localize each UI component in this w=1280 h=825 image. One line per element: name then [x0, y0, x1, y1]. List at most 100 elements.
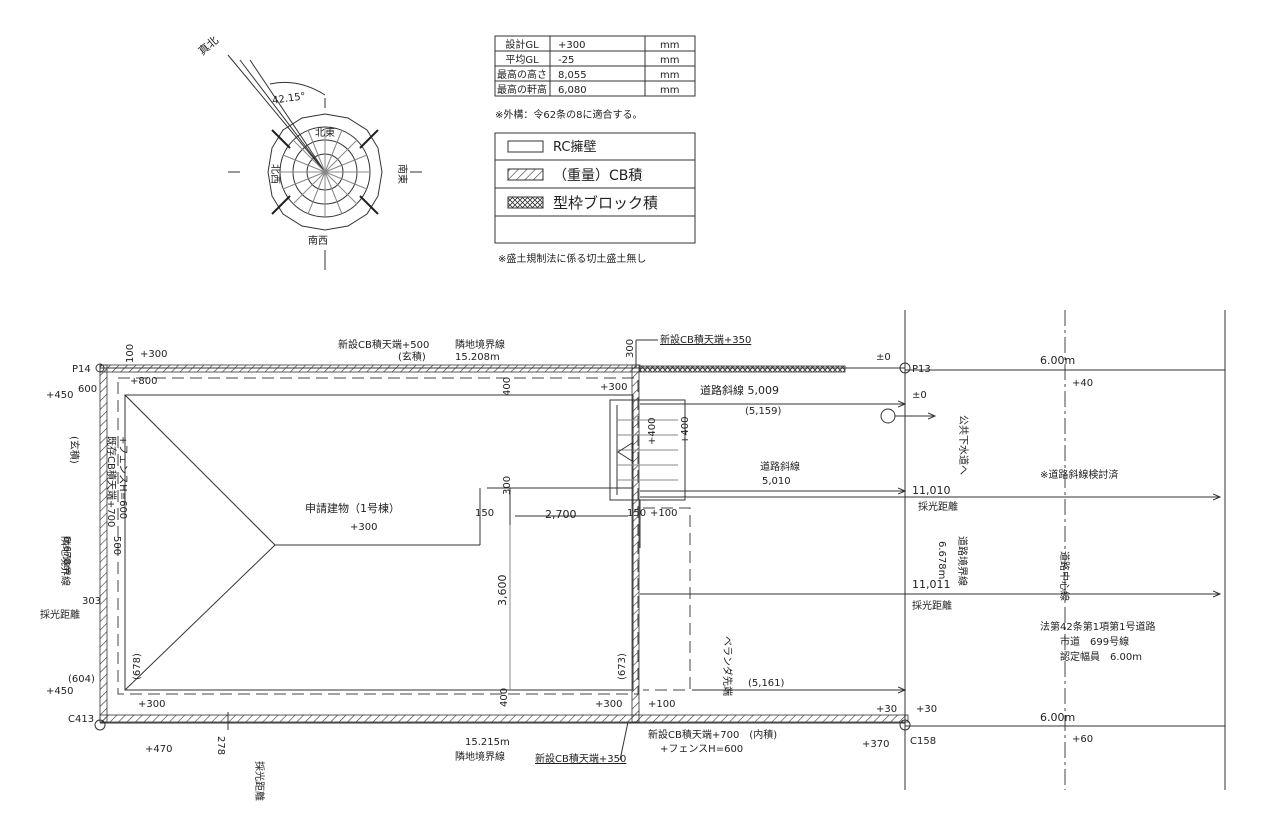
level-450-bot: +450	[46, 686, 73, 697]
point-c413: C413	[68, 714, 94, 725]
dim-2700: 2,700	[545, 508, 577, 521]
level-plus300-bot: +300	[138, 699, 165, 710]
earthwork-note: ※盛土規制法に係る切土盛土無し	[498, 252, 646, 265]
bottom-boundary-length: 15.215m	[465, 737, 510, 748]
road-slant-2: 道路斜線	[760, 460, 800, 473]
bottom-cb-wall	[99, 714, 909, 723]
south-east-label: 南東	[396, 164, 409, 184]
left-boundary-label: 隣地境界線	[59, 536, 72, 586]
left-boundary-length: 6.678m	[61, 536, 72, 574]
legend-label-block: 型枠ブロック積	[553, 194, 658, 212]
spec-value-2: -25	[558, 55, 574, 66]
sewer-label: 公共下水道へ	[957, 415, 970, 475]
top-wall-note2: (玄積)	[398, 350, 426, 363]
label-500: 500	[111, 536, 122, 555]
road-city-label: 市道 699号線	[1060, 635, 1129, 648]
spec-table: 設計GL +300 mm 平均GL -25 mm 最高の高さ 8,055 mm …	[494, 35, 696, 97]
building-outline	[124, 394, 634, 691]
spec-value-1: +300	[558, 40, 585, 51]
spec-label-3: 最高の高さ	[497, 68, 547, 81]
dim-5161: (5,161)	[748, 678, 785, 689]
dim-11010: 11,010	[912, 484, 951, 497]
left-wall-note-2: +フェンスH=600	[117, 436, 128, 519]
saikou-bottom: 採光距離	[253, 761, 266, 801]
top-boundary-label: 隣地境界線	[455, 338, 505, 351]
level-pm0-a: ±0	[876, 352, 891, 363]
bottom-boundary-label: 隣地境界線	[455, 750, 505, 763]
exterior-note: ※外構：令62条の8に適合する。	[495, 108, 642, 121]
south-west-label: 南西	[308, 234, 328, 247]
spec-unit-2: mm	[660, 55, 679, 66]
legend-table: RC擁壁 （重量）CB積 型枠ブロック積	[494, 132, 696, 244]
level-pm0-b: ±0	[912, 390, 927, 401]
spec-value-4: 6,080	[558, 85, 587, 96]
level-plus30b: +30	[916, 704, 937, 715]
left-wall-note-3: (玄積)	[68, 436, 81, 464]
level-plus300-bot2: +300	[595, 699, 622, 710]
spec-value-3: 8,055	[558, 70, 587, 81]
bottom-new-cb-2: 新設CB積天端+700 (内積)	[648, 728, 777, 741]
angle-arc	[269, 81, 326, 96]
label-300c: 300	[625, 339, 636, 358]
left-wall-note: 既存CB積天端+700	[105, 436, 118, 527]
road-width-cert: 認定幅員 6.00m	[1060, 650, 1142, 663]
compass-spokes	[280, 127, 370, 217]
legend-swatch-block	[507, 196, 544, 209]
bottom-fence: +フェンスH=600	[660, 744, 743, 755]
road-check-note: ※道路斜線検討済	[1040, 468, 1118, 481]
saikou-2: 採光距離	[912, 599, 952, 612]
site-plan: 新設CB積天端+500 (玄積) 隣地境界線 15.208m 新設CB積天端+3…	[40, 310, 1226, 801]
label-678: (678)	[132, 653, 143, 680]
label-150b: 150	[627, 508, 646, 519]
building-level: +300	[350, 522, 377, 533]
label-400v: 400	[502, 377, 513, 396]
angle-label: 42.15°	[272, 91, 307, 107]
label-303: 303	[82, 596, 101, 607]
label-470: +470	[145, 744, 172, 755]
label-673: (673)	[617, 653, 628, 680]
level-plus60: +60	[1072, 734, 1093, 745]
legend-swatch-rc	[507, 140, 544, 153]
top-block-wall	[639, 365, 846, 373]
spec-label-4: 最高の軒高	[497, 83, 547, 96]
veranda-outline	[643, 507, 691, 691]
label-plus400: +400	[647, 418, 658, 445]
road-width-bottom: 6.00m	[1040, 711, 1075, 724]
label-400b: 400	[499, 688, 510, 707]
veranda-label: ベランダ先端	[721, 636, 734, 696]
roof-hip-1	[124, 394, 276, 546]
level-plus300-tl: +300	[140, 349, 167, 360]
legend-label-cb: （重量）CB積	[553, 168, 642, 184]
point-p13: P13	[912, 364, 931, 375]
saikou-1: 採光距離	[918, 500, 958, 513]
road-boundary-label: 道路境界線	[956, 536, 969, 586]
north-east-label: 北東	[315, 126, 335, 139]
entry-arrow	[617, 442, 633, 462]
road-slant-2-value: 5,010	[762, 476, 791, 487]
label-plus100b: +100	[648, 699, 675, 710]
road-center-label: 道路中心線	[1058, 551, 1071, 601]
spec-label-2: 平均GL	[505, 54, 539, 66]
building-label: 申請建物（1号棟）	[305, 501, 400, 515]
spec-unit-1: mm	[660, 40, 679, 51]
building-wing	[487, 487, 634, 691]
level-plus30a: +30	[876, 704, 897, 715]
roof-hip-2	[124, 544, 276, 691]
top-wall-note: 新設CB積天端+500	[338, 338, 429, 351]
compass-rose: 真北 42.15° 北東 南西 北西 南東	[195, 33, 422, 270]
new-cb-top-note: 新設CB積天端+350	[660, 333, 751, 346]
label-100-vert: 100	[125, 344, 136, 363]
label-300v: 300	[502, 476, 513, 495]
top-boundary-length: 15.208m	[455, 352, 500, 363]
label-plus400b: +400	[680, 417, 691, 444]
label-plus100a: +100	[650, 508, 677, 519]
road-law-label: 法第42条第1項第1号道路	[1040, 620, 1155, 633]
compass-outer-ring	[267, 113, 383, 231]
level-450-top: +450	[46, 390, 73, 401]
label-370: +370	[862, 739, 889, 750]
level-plus300-mid: +300	[600, 382, 627, 393]
fence-line	[117, 377, 639, 695]
point-c158: C158	[910, 736, 936, 747]
label-278: 278	[215, 736, 226, 755]
